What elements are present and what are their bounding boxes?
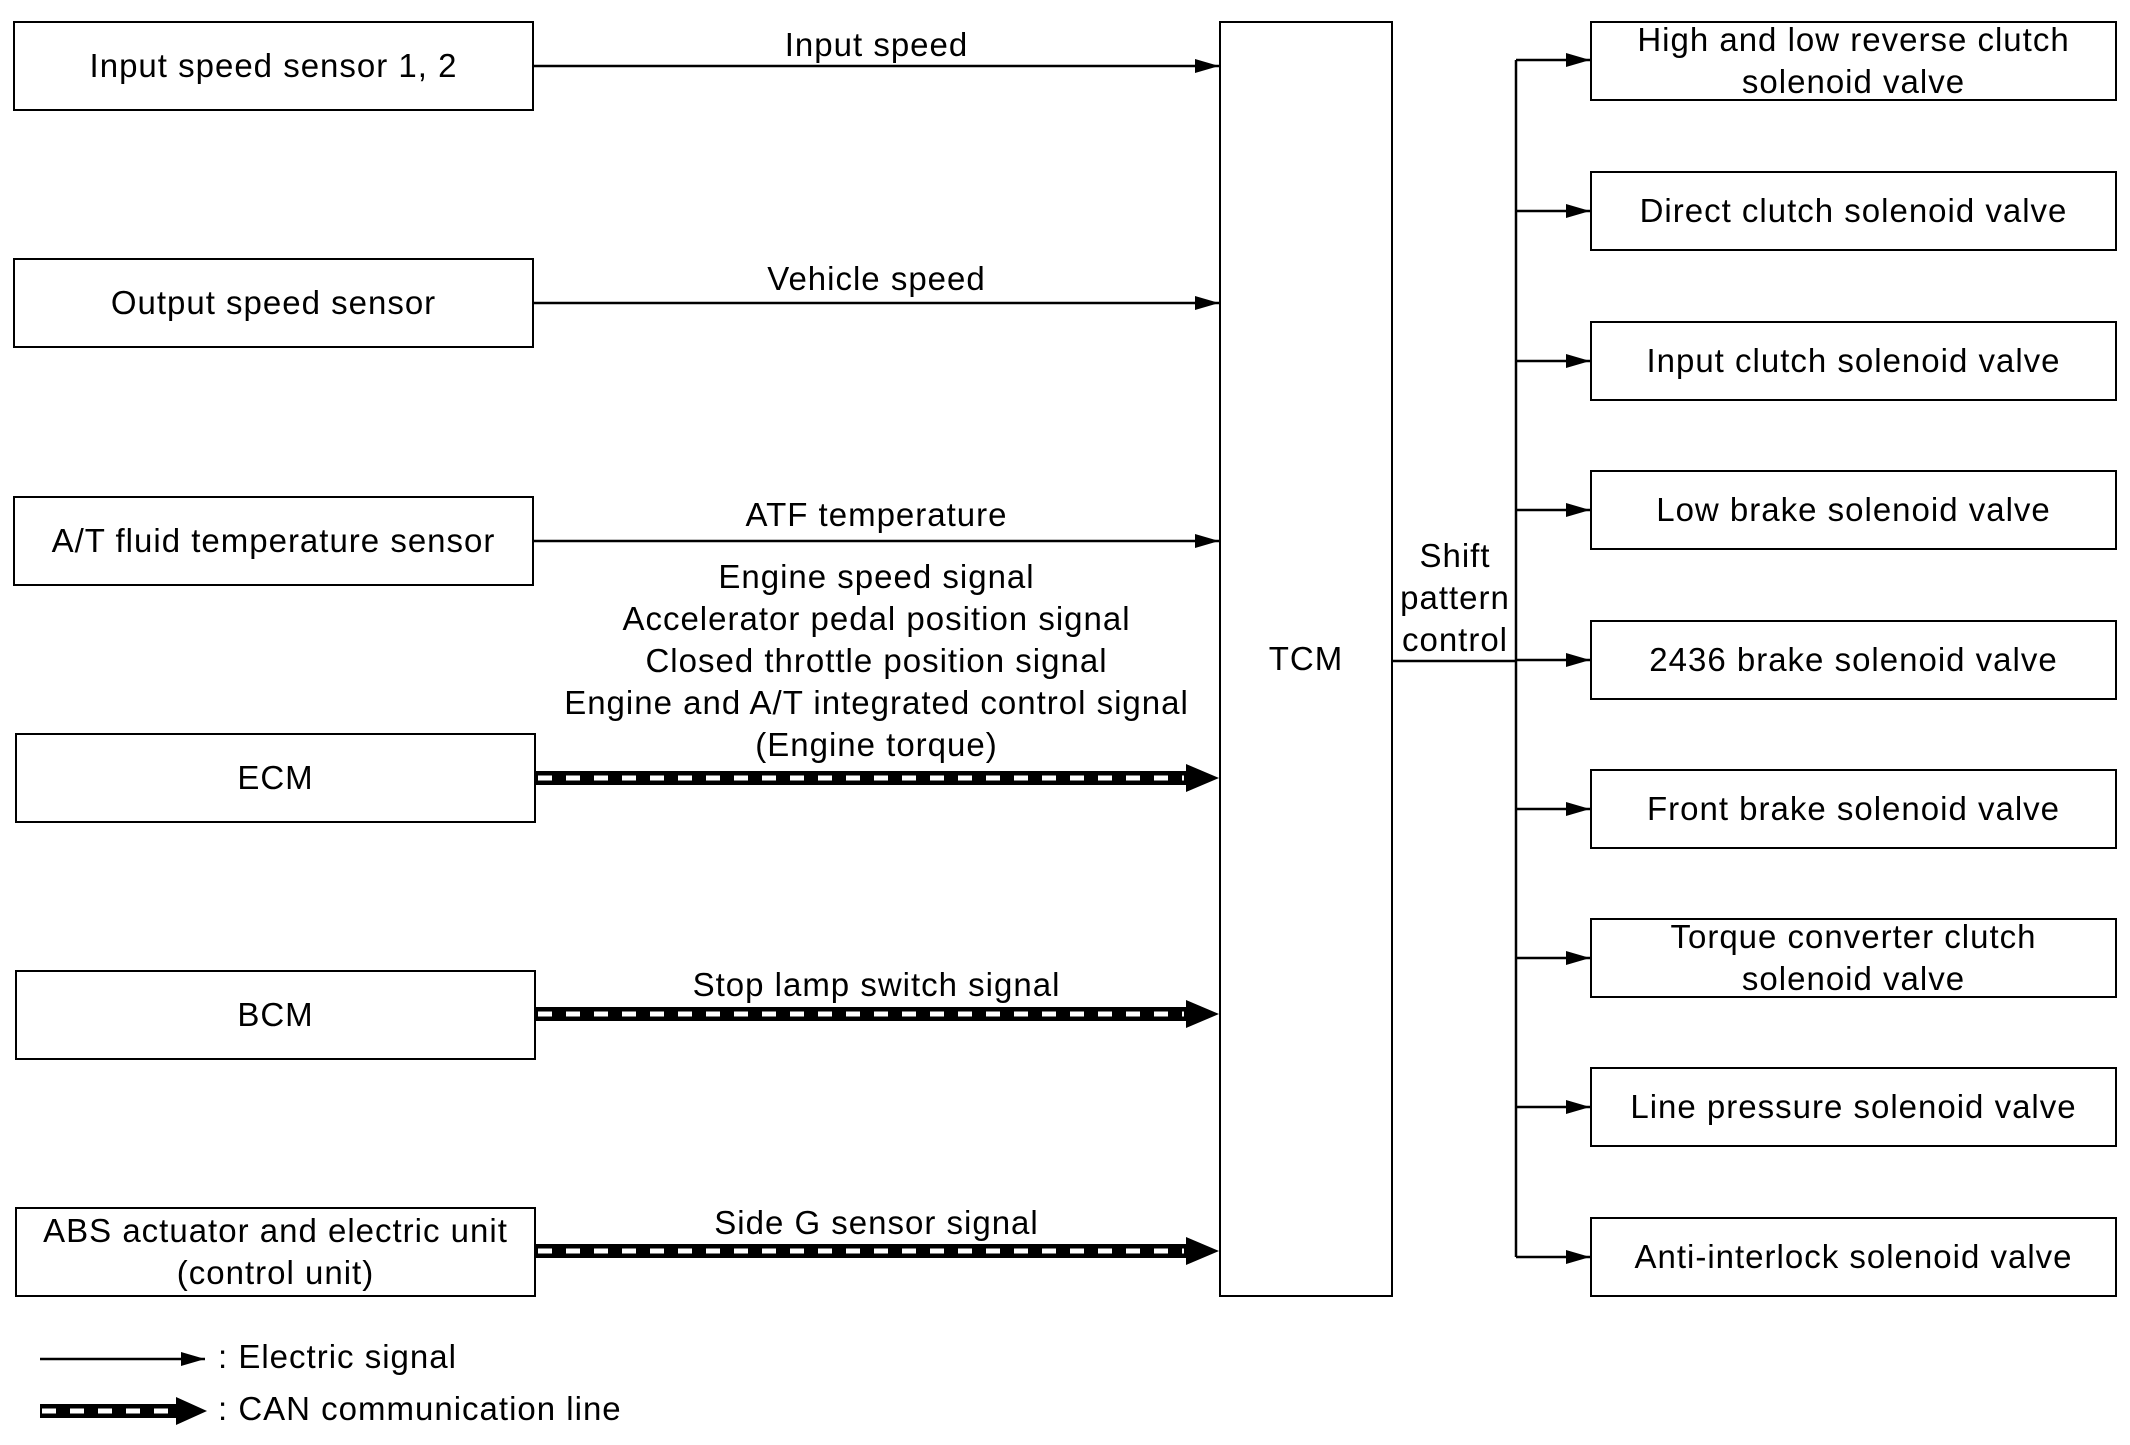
- output-box-anti-interlock: Anti-interlock solenoid valve: [1590, 1217, 2117, 1297]
- vehicle-speed-arrowhead: [1195, 296, 1219, 310]
- ecm-label: ECM: [237, 759, 314, 796]
- atf-temperature-signal-label: ATF temperature: [745, 496, 1008, 533]
- output-label-line1: Line pressure solenoid valve: [1630, 1088, 2077, 1125]
- output-branch-arrowhead: [1566, 503, 1590, 517]
- output-label-line1: Torque converter clutch: [1670, 918, 2037, 955]
- legend-can-label: : CAN communication line: [218, 1390, 622, 1427]
- bcm-label: BCM: [237, 996, 314, 1033]
- output-branches: [1516, 53, 1590, 1264]
- abs-label-line1: ABS actuator and electric unit: [43, 1212, 508, 1249]
- output-branch-arrowhead: [1566, 204, 1590, 218]
- shift-pattern-line1: Shift: [1419, 537, 1491, 574]
- output-branch-arrowhead: [1566, 1250, 1590, 1264]
- ecm-signal-list: Engine speed signal Accelerator pedal po…: [534, 556, 1219, 766]
- side-g-signal-label: Side G sensor signal: [714, 1204, 1039, 1241]
- output-box-direct-clutch: Direct clutch solenoid valve: [1590, 171, 2117, 251]
- output-label-line1: Input clutch solenoid valve: [1646, 342, 2061, 379]
- tcm-label: TCM: [1268, 640, 1344, 677]
- ecm-signal-2: Accelerator pedal position signal: [622, 600, 1131, 637]
- abs-can-line: [536, 1237, 1219, 1265]
- abs-box: ABS actuator and electric unit (control …: [15, 1207, 536, 1297]
- output-label-line1: 2436 brake solenoid valve: [1649, 641, 2058, 678]
- legend-electric-arrowhead: [181, 1352, 205, 1366]
- output-branch-arrowhead: [1566, 354, 1590, 368]
- ecm-signal-1: Engine speed signal: [718, 558, 1035, 595]
- vehicle-speed-signal-label: Vehicle speed: [767, 260, 986, 297]
- input-speed-arrowhead: [1195, 59, 1219, 73]
- input-speed-sensor-box: Input speed sensor 1, 2: [13, 21, 534, 111]
- stop-lamp-signal-label: Stop lamp switch signal: [692, 966, 1061, 1003]
- ecm-signal-3: Closed throttle position signal: [645, 642, 1108, 679]
- tcm-box: TCM: [1219, 21, 1393, 1297]
- output-label-line2: solenoid valve: [1741, 63, 1966, 100]
- output-branch-arrowhead: [1566, 53, 1590, 67]
- output-box-input-clutch: Input clutch solenoid valve: [1590, 321, 2117, 401]
- output-branch-arrowhead: [1566, 1100, 1590, 1114]
- shift-pattern-control-label: Shift pattern control: [1393, 535, 1517, 661]
- bcm-can-line: [536, 1000, 1219, 1028]
- output-label-line1: Front brake solenoid valve: [1646, 790, 2061, 827]
- output-label-line1: High and low reverse clutch: [1637, 21, 2070, 58]
- legend-can-line: [40, 1397, 207, 1425]
- atf-temperature-sensor-label: A/T fluid temperature sensor: [51, 522, 496, 559]
- atf-temperature-arrowhead: [1195, 534, 1219, 548]
- output-label-line1: Anti-interlock solenoid valve: [1634, 1238, 2073, 1275]
- atf-temperature-sensor-box: A/T fluid temperature sensor: [13, 496, 534, 586]
- shift-pattern-line2: pattern: [1400, 579, 1510, 616]
- output-box-2436-brake: 2436 brake solenoid valve: [1590, 620, 2117, 700]
- abs-label-line2: (control unit): [176, 1254, 375, 1291]
- bcm-box: BCM: [15, 970, 536, 1060]
- ecm-can-line: [536, 764, 1219, 792]
- output-box-front-brake: Front brake solenoid valve: [1590, 769, 2117, 849]
- output-label-line2: solenoid valve: [1741, 960, 1966, 997]
- output-box-line-pressure: Line pressure solenoid valve: [1590, 1067, 2117, 1147]
- output-box-low-brake: Low brake solenoid valve: [1590, 470, 2117, 550]
- input-speed-sensor-label: Input speed sensor 1, 2: [89, 47, 458, 84]
- ecm-box: ECM: [15, 733, 536, 823]
- output-branch-arrowhead: [1566, 951, 1590, 965]
- output-branch-arrowhead: [1566, 802, 1590, 816]
- output-box-torque-converter-clutch: Torque converter clutch solenoid valve: [1590, 918, 2117, 998]
- output-branch-arrowhead: [1566, 653, 1590, 667]
- ecm-signal-4: Engine and A/T integrated control signal: [564, 684, 1189, 721]
- output-box-high-low-reverse-clutch: High and low reverse clutch solenoid val…: [1590, 21, 2117, 101]
- output-speed-sensor-label: Output speed sensor: [110, 284, 437, 321]
- output-label-line1: Direct clutch solenoid valve: [1639, 192, 2068, 229]
- ecm-signal-5: (Engine torque): [755, 726, 998, 763]
- input-speed-signal-label: Input speed: [784, 26, 969, 63]
- shift-pattern-line3: control: [1401, 621, 1509, 658]
- output-speed-sensor-box: Output speed sensor: [13, 258, 534, 348]
- output-label-line1: Low brake solenoid valve: [1656, 491, 2051, 528]
- legend-electric-label: : Electric signal: [218, 1338, 457, 1375]
